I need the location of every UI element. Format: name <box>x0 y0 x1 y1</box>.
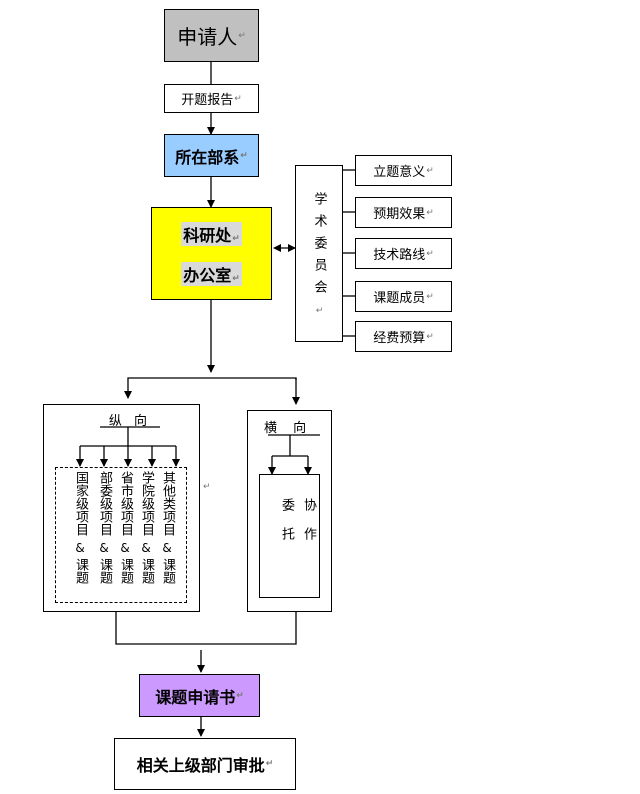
horizontal-title: 横 向 <box>264 421 313 436</box>
review-item-label: 课题成员 <box>373 291 426 306</box>
merge-line <box>115 612 297 645</box>
committee-box: 学术委员会 ↵ <box>295 165 343 342</box>
review-item-label: 预期效果 <box>373 207 426 222</box>
horizontal-column-1: 委托 <box>268 498 294 556</box>
vertical-column-4: 学院级项目 & 课题 <box>138 471 154 584</box>
research-office-box: 科研处↵ 办公室↵ <box>151 207 272 300</box>
department-box: 所在部系↵ <box>164 134 259 177</box>
entrust-label: 委托 <box>279 498 294 556</box>
vertical-column-2: 部委级项目 & 课题 <box>96 471 112 584</box>
review-item-label: 立题意义 <box>373 165 426 180</box>
application-label: 课题申请书 <box>155 687 236 707</box>
column-top: 省市级项目 <box>118 471 133 536</box>
review-item-3: 技术路线↵ <box>355 238 452 269</box>
vertical-column-3: 省市级项目 & 课题 <box>117 471 133 584</box>
vertical-projects-box <box>43 404 200 612</box>
department-label: 所在部系 <box>175 147 240 167</box>
amp-symbol: & <box>99 541 109 555</box>
report-box: 开题报告↵ <box>164 84 259 113</box>
column-bottom: 课题 <box>97 558 112 584</box>
office-line-2: 办公室 <box>183 265 232 285</box>
return-mark: ↵ <box>203 482 211 492</box>
horizontal-column-2: 协作 <box>290 498 316 556</box>
column-bottom: 课题 <box>139 558 154 584</box>
column-bottom: 课题 <box>118 558 133 584</box>
approval-label: 相关上级部门审批 <box>136 756 265 775</box>
vertical-title: 纵 向 <box>108 414 152 429</box>
approval-box: 相关上级部门审批↵ <box>114 738 296 790</box>
review-item-4: 课题成员↵ <box>355 281 452 312</box>
amp-symbol: & <box>75 541 85 555</box>
applicant-label: 申请人 <box>177 25 238 49</box>
committee-label: 学术委员会 <box>311 191 327 302</box>
column-bottom: 课题 <box>73 558 88 584</box>
arrow-split-vertical <box>124 377 297 399</box>
horizontal-inner-box <box>259 474 320 598</box>
report-label: 开题报告 <box>181 93 234 108</box>
cooperate-label: 协作 <box>301 498 316 556</box>
column-top: 其他类项目 <box>160 471 175 536</box>
vertical-column-1: 国家级项目 & 课题 <box>72 471 88 584</box>
amp-symbol: & <box>120 541 130 555</box>
application-box: 课题申请书↵ <box>139 674 260 717</box>
column-bottom: 课题 <box>160 558 175 584</box>
column-top: 部委级项目 <box>97 471 112 536</box>
review-item-label: 技术路线 <box>373 248 426 263</box>
applicant-box: 申请人↵ <box>164 9 259 62</box>
review-item-5: 经费预算↵ <box>355 321 452 352</box>
review-item-label: 经费预算 <box>373 331 426 346</box>
column-top: 国家级项目 <box>73 471 88 536</box>
amp-symbol: & <box>141 541 151 555</box>
horizontal-projects-box <box>247 410 332 612</box>
office-line-1: 科研处 <box>183 225 232 245</box>
vertical-projects-dashed <box>55 467 187 603</box>
vertical-column-5: 其他类项目 & 课题 <box>159 471 175 584</box>
review-item-2: 预期效果↵ <box>355 197 452 228</box>
review-item-1: 立题意义↵ <box>355 155 452 186</box>
column-top: 学院级项目 <box>139 471 154 536</box>
amp-symbol: & <box>162 541 172 555</box>
